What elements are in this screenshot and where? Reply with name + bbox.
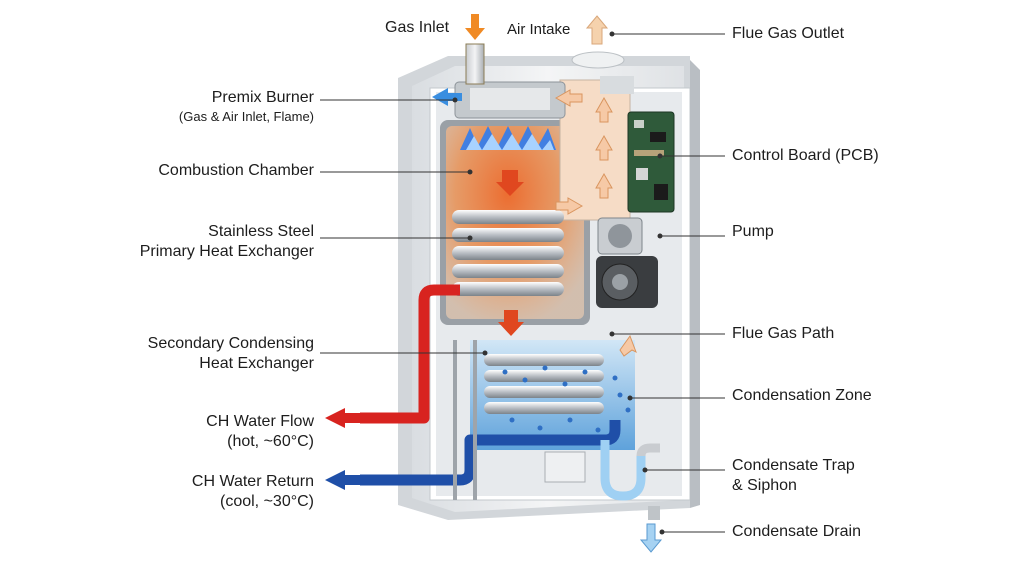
ch-return-line2: (cool, ~30°C) (120, 492, 314, 512)
flue-gas-outlet-label: Flue Gas Outlet (732, 24, 844, 44)
gas-inlet-arrow (465, 14, 485, 40)
ch-flow-line1: CH Water Flow (120, 412, 314, 432)
air-intake-label: Air Intake (507, 20, 570, 40)
secondary-heat-exchanger-label: Secondary Condensing Heat Exchanger (80, 334, 314, 374)
ch-flow-line2: (hot, ~60°C) (120, 432, 314, 452)
pump-label: Pump (732, 222, 774, 242)
condensate-drain-label: Condensate Drain (732, 522, 861, 542)
condensate-drain-arrow (641, 524, 661, 552)
air-intake-fitting (572, 52, 624, 68)
primary-hx-line1: Stainless Steel (80, 222, 314, 242)
gas-inlet-fitting (466, 44, 484, 84)
primary-heat-exchanger-label: Stainless Steel Primary Heat Exchanger (80, 222, 314, 262)
air-intake-arrow (587, 16, 607, 44)
control-board-label: Control Board (PCB) (732, 146, 879, 166)
secondary-hx-line2: Heat Exchanger (80, 354, 314, 374)
ch-water-flow-label: CH Water Flow (hot, ~60°C) (120, 412, 314, 452)
ch-water-return-label: CH Water Return (cool, ~30°C) (120, 472, 314, 512)
control-board (628, 112, 674, 212)
condensate-trap-line2: & Siphon (732, 476, 855, 496)
condensate-trap-label: Condensate Trap & Siphon (732, 456, 855, 496)
secondary-hx-line1: Secondary Condensing (80, 334, 314, 354)
premix-burner-label: Premix Burner (Gas & Air Inlet, Flame) (140, 88, 314, 125)
primary-hx-line2: Primary Heat Exchanger (80, 242, 314, 262)
premix-burner-title: Premix Burner (140, 88, 314, 108)
gas-inlet-label: Gas Inlet (385, 18, 449, 38)
premix-burner (455, 82, 565, 150)
premix-burner-subtitle: (Gas & Air Inlet, Flame) (140, 108, 314, 125)
condensate-trap-line1: Condensate Trap (732, 456, 855, 476)
drain-fitting (648, 506, 660, 520)
condensation-zone-label: Condensation Zone (732, 386, 872, 406)
flue-gas-path-label: Flue Gas Path (732, 324, 834, 344)
primary-heat-exchanger (452, 210, 564, 296)
ch-return-line1: CH Water Return (120, 472, 314, 492)
combustion-chamber-label: Combustion Chamber (100, 161, 314, 181)
